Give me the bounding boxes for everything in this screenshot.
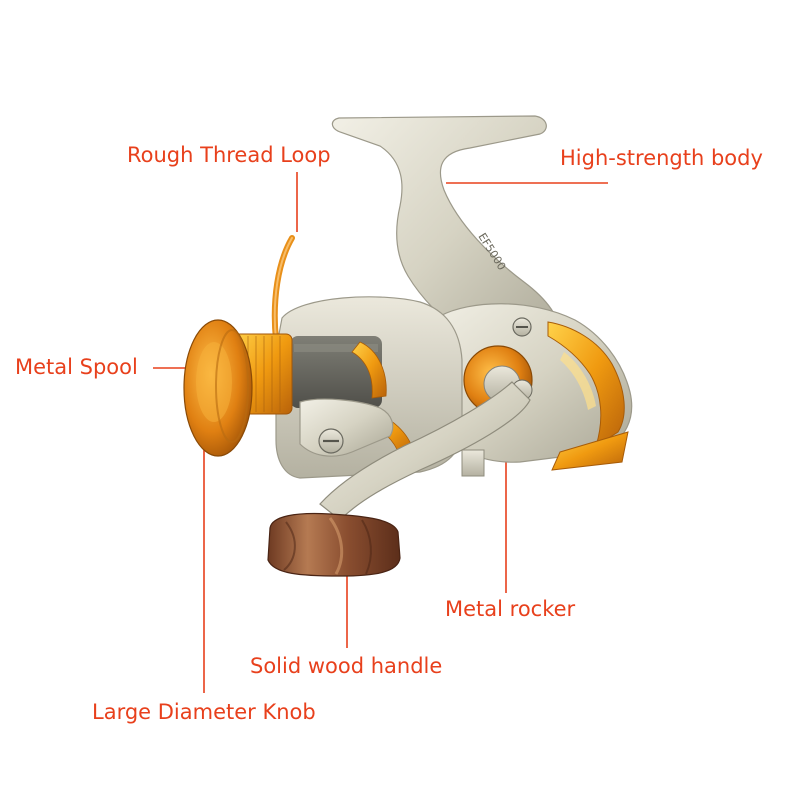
callout-metal-spool: Metal Spool <box>15 355 138 379</box>
crank-arm <box>319 381 531 521</box>
callout-solid-wood-handle: Solid wood handle <box>250 654 443 678</box>
callout-metal-rocker: Metal rocker <box>445 597 576 621</box>
gold-side-panel <box>547 321 625 448</box>
callout-large-diameter-knob: Large Diameter Knob <box>92 700 316 724</box>
callout-high-strength-body: High-strength body <box>560 146 763 170</box>
callout-rough-thread-loop: Rough Thread Loop <box>127 143 331 167</box>
